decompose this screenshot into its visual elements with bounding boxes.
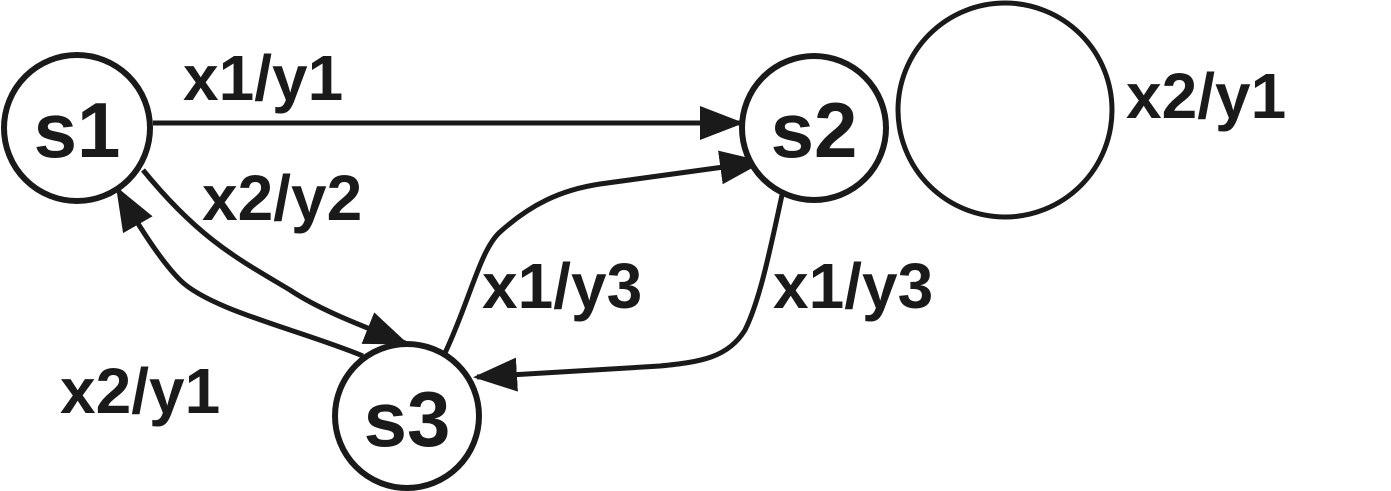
edge-s3-to-s1 — [115, 186, 364, 359]
edge-s3-to-s2 — [442, 150, 764, 355]
label-s3-to-s2: x1/y3 — [482, 250, 642, 322]
label-s2-self-loop: x2/y1 — [1126, 60, 1286, 132]
state-s1: s1 — [1, 52, 153, 204]
state-s2: s2 — [739, 53, 889, 203]
edge-s2-to-s3 — [473, 194, 785, 392]
state-s3-label: s3 — [364, 375, 451, 463]
label-s3-to-s1: x2/y1 — [60, 355, 220, 427]
state-s3: s3 — [332, 341, 482, 491]
state-s2-circle — [739, 53, 889, 203]
state-s1-circle — [1, 52, 153, 204]
label-s1-to-s2: x1/y1 — [183, 42, 343, 114]
state-s2-label: s2 — [771, 86, 858, 174]
state-s1-label: s1 — [34, 86, 121, 174]
label-s2-to-s3: x1/y3 — [773, 250, 933, 322]
s2-self-loop — [895, 0, 1115, 220]
state-s3-circle — [332, 341, 482, 491]
edge-s1-to-s3 — [141, 168, 409, 346]
label-s1-to-s3: x2/y2 — [202, 162, 362, 234]
